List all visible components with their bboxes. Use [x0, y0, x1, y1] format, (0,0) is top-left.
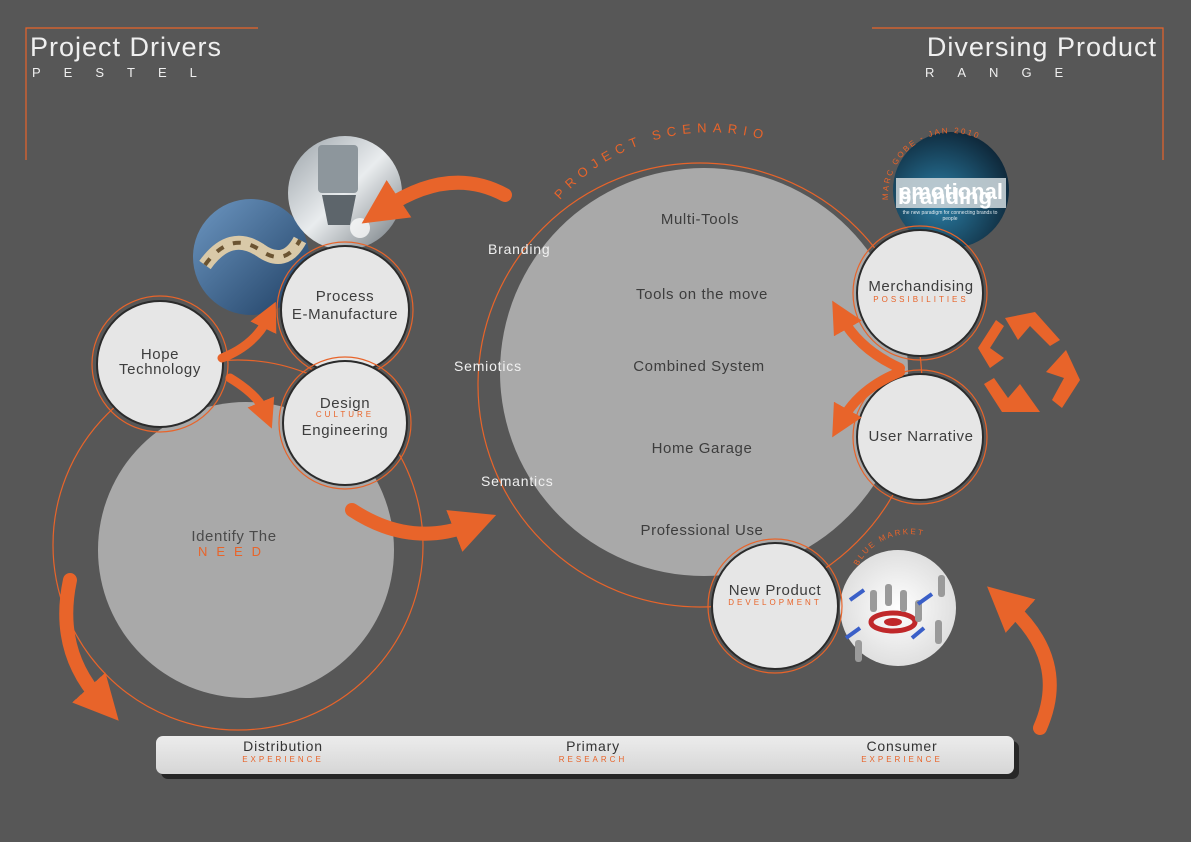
development-sublabel: DEVELOPMENT — [728, 598, 822, 607]
npd-circle — [711, 542, 839, 670]
scenario-item: Professional Use — [640, 522, 764, 539]
milling-photo — [288, 136, 402, 250]
need-label-wrap: NEED — [150, 542, 318, 559]
identify-label: Identify The — [191, 528, 277, 545]
side-label-branding: Branding — [488, 241, 551, 257]
new-product-label: New Product — [728, 582, 822, 599]
culture-sublabel: CULTURE — [315, 410, 375, 419]
hope-technology-label: Hope Technology — [119, 346, 201, 378]
arrow-up-right — [987, 586, 1057, 735]
e-manufacture-label: E-Manufacture — [291, 306, 399, 323]
bar-sublabel: EXPERIENCE — [861, 755, 943, 764]
engineering-label: Engineering — [301, 422, 389, 439]
bar-sublabel: EXPERIENCE — [242, 755, 324, 764]
scenario-item: Combined System — [633, 358, 765, 375]
hope-circle — [96, 300, 224, 428]
left-header-bracket — [25, 27, 258, 160]
culture-sublabel-wrap: CULTURE — [281, 409, 409, 419]
orange-arrows — [59, 175, 1057, 735]
design-circle — [282, 360, 408, 486]
arrow-to-milling — [361, 175, 512, 224]
left-header-title: Project Drivers — [30, 32, 223, 62]
scenario-item: Multi-Tools — [660, 211, 740, 228]
bar-label: Primary — [566, 738, 620, 754]
possibilities-sublabel: POSSIBILITIES — [873, 295, 969, 304]
right-header-bracket — [872, 27, 1164, 160]
bar-label: Distribution — [243, 738, 323, 754]
design-label: Design — [319, 395, 371, 412]
user-narrative-label: User Narrative — [868, 428, 974, 445]
arrow-to-scenario — [345, 503, 497, 552]
scenario-item: Home Garage — [651, 440, 753, 457]
bar-item-primary: Primary RESEARCH — [524, 738, 662, 764]
right-header-subtitle: RANGE — [925, 65, 1087, 80]
scenario-circle — [500, 168, 908, 576]
blue-market-photo — [840, 550, 956, 666]
arrow-hope-to-process — [217, 301, 277, 363]
bar-sublabel: RESEARCH — [558, 755, 628, 764]
possibilities-wrap: POSSIBILITIES — [856, 294, 986, 304]
arrow-down-left — [59, 573, 119, 721]
book-title-1: emotional — [899, 179, 1003, 204]
merchandising-label: Merchandising — [868, 278, 974, 295]
arrow-to-user — [832, 367, 905, 438]
book-tagline: the new paradigm for connecting brands t… — [902, 210, 998, 222]
book-photo — [893, 132, 1009, 248]
bar-item-distribution: Distribution EXPERIENCE — [214, 738, 352, 764]
development-wrap: DEVELOPMENT — [710, 597, 840, 607]
bottom-bar: Distribution EXPERIENCE Primary RESEARCH… — [156, 736, 1014, 774]
drill-bit-photo — [193, 199, 309, 315]
left-header-subtitle: PESTEL — [32, 65, 220, 80]
side-label-semiotics: Semiotics — [454, 358, 522, 374]
need-label: NEED — [197, 544, 271, 559]
scenario-item: Tools on the move — [636, 286, 768, 303]
arrow-hope-to-design — [225, 373, 275, 429]
need-orbit — [52, 359, 424, 731]
bar-label: Consumer — [866, 738, 938, 754]
process-label: Process — [315, 288, 375, 305]
book-title-2: branding — [897, 184, 993, 209]
bar-item-consumer: Consumer EXPERIENCE — [833, 738, 971, 764]
recycle-icon — [978, 312, 1080, 412]
right-header-title: Diversing Product — [926, 32, 1157, 62]
side-label-semantics: Semantics — [481, 473, 554, 489]
arrow-to-merch — [832, 300, 905, 373]
merch-circle — [856, 229, 984, 357]
